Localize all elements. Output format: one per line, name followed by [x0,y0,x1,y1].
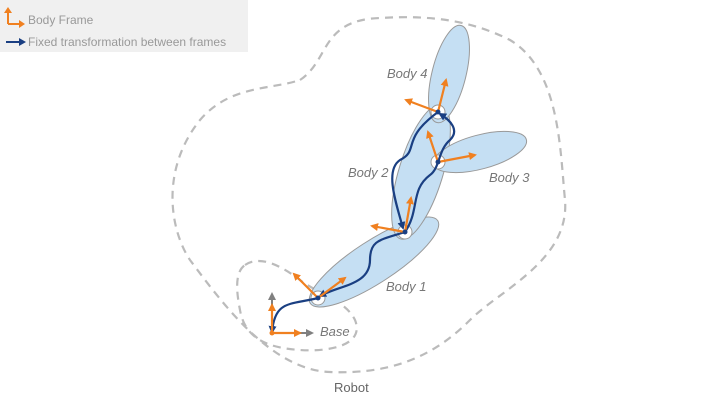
transformation-arrows [268,111,456,334]
label-base: Base [320,324,350,339]
legend: Body Frame Fixed transformation between … [0,0,248,52]
frame-origins [269,109,441,336]
label-body3: Body 3 [489,170,530,185]
body-frames [292,78,477,299]
base-frame [268,292,314,337]
label-body4: Body 4 [387,66,427,81]
body4-shape [428,24,470,124]
robot-outline [171,16,567,374]
label-body2: Body 2 [348,165,389,180]
label-robot: Robot [334,380,369,395]
body-frame-icon [4,7,25,28]
transform-arrow-icon [6,38,26,46]
label-body1: Body 1 [386,279,426,294]
base-outline [236,260,358,352]
